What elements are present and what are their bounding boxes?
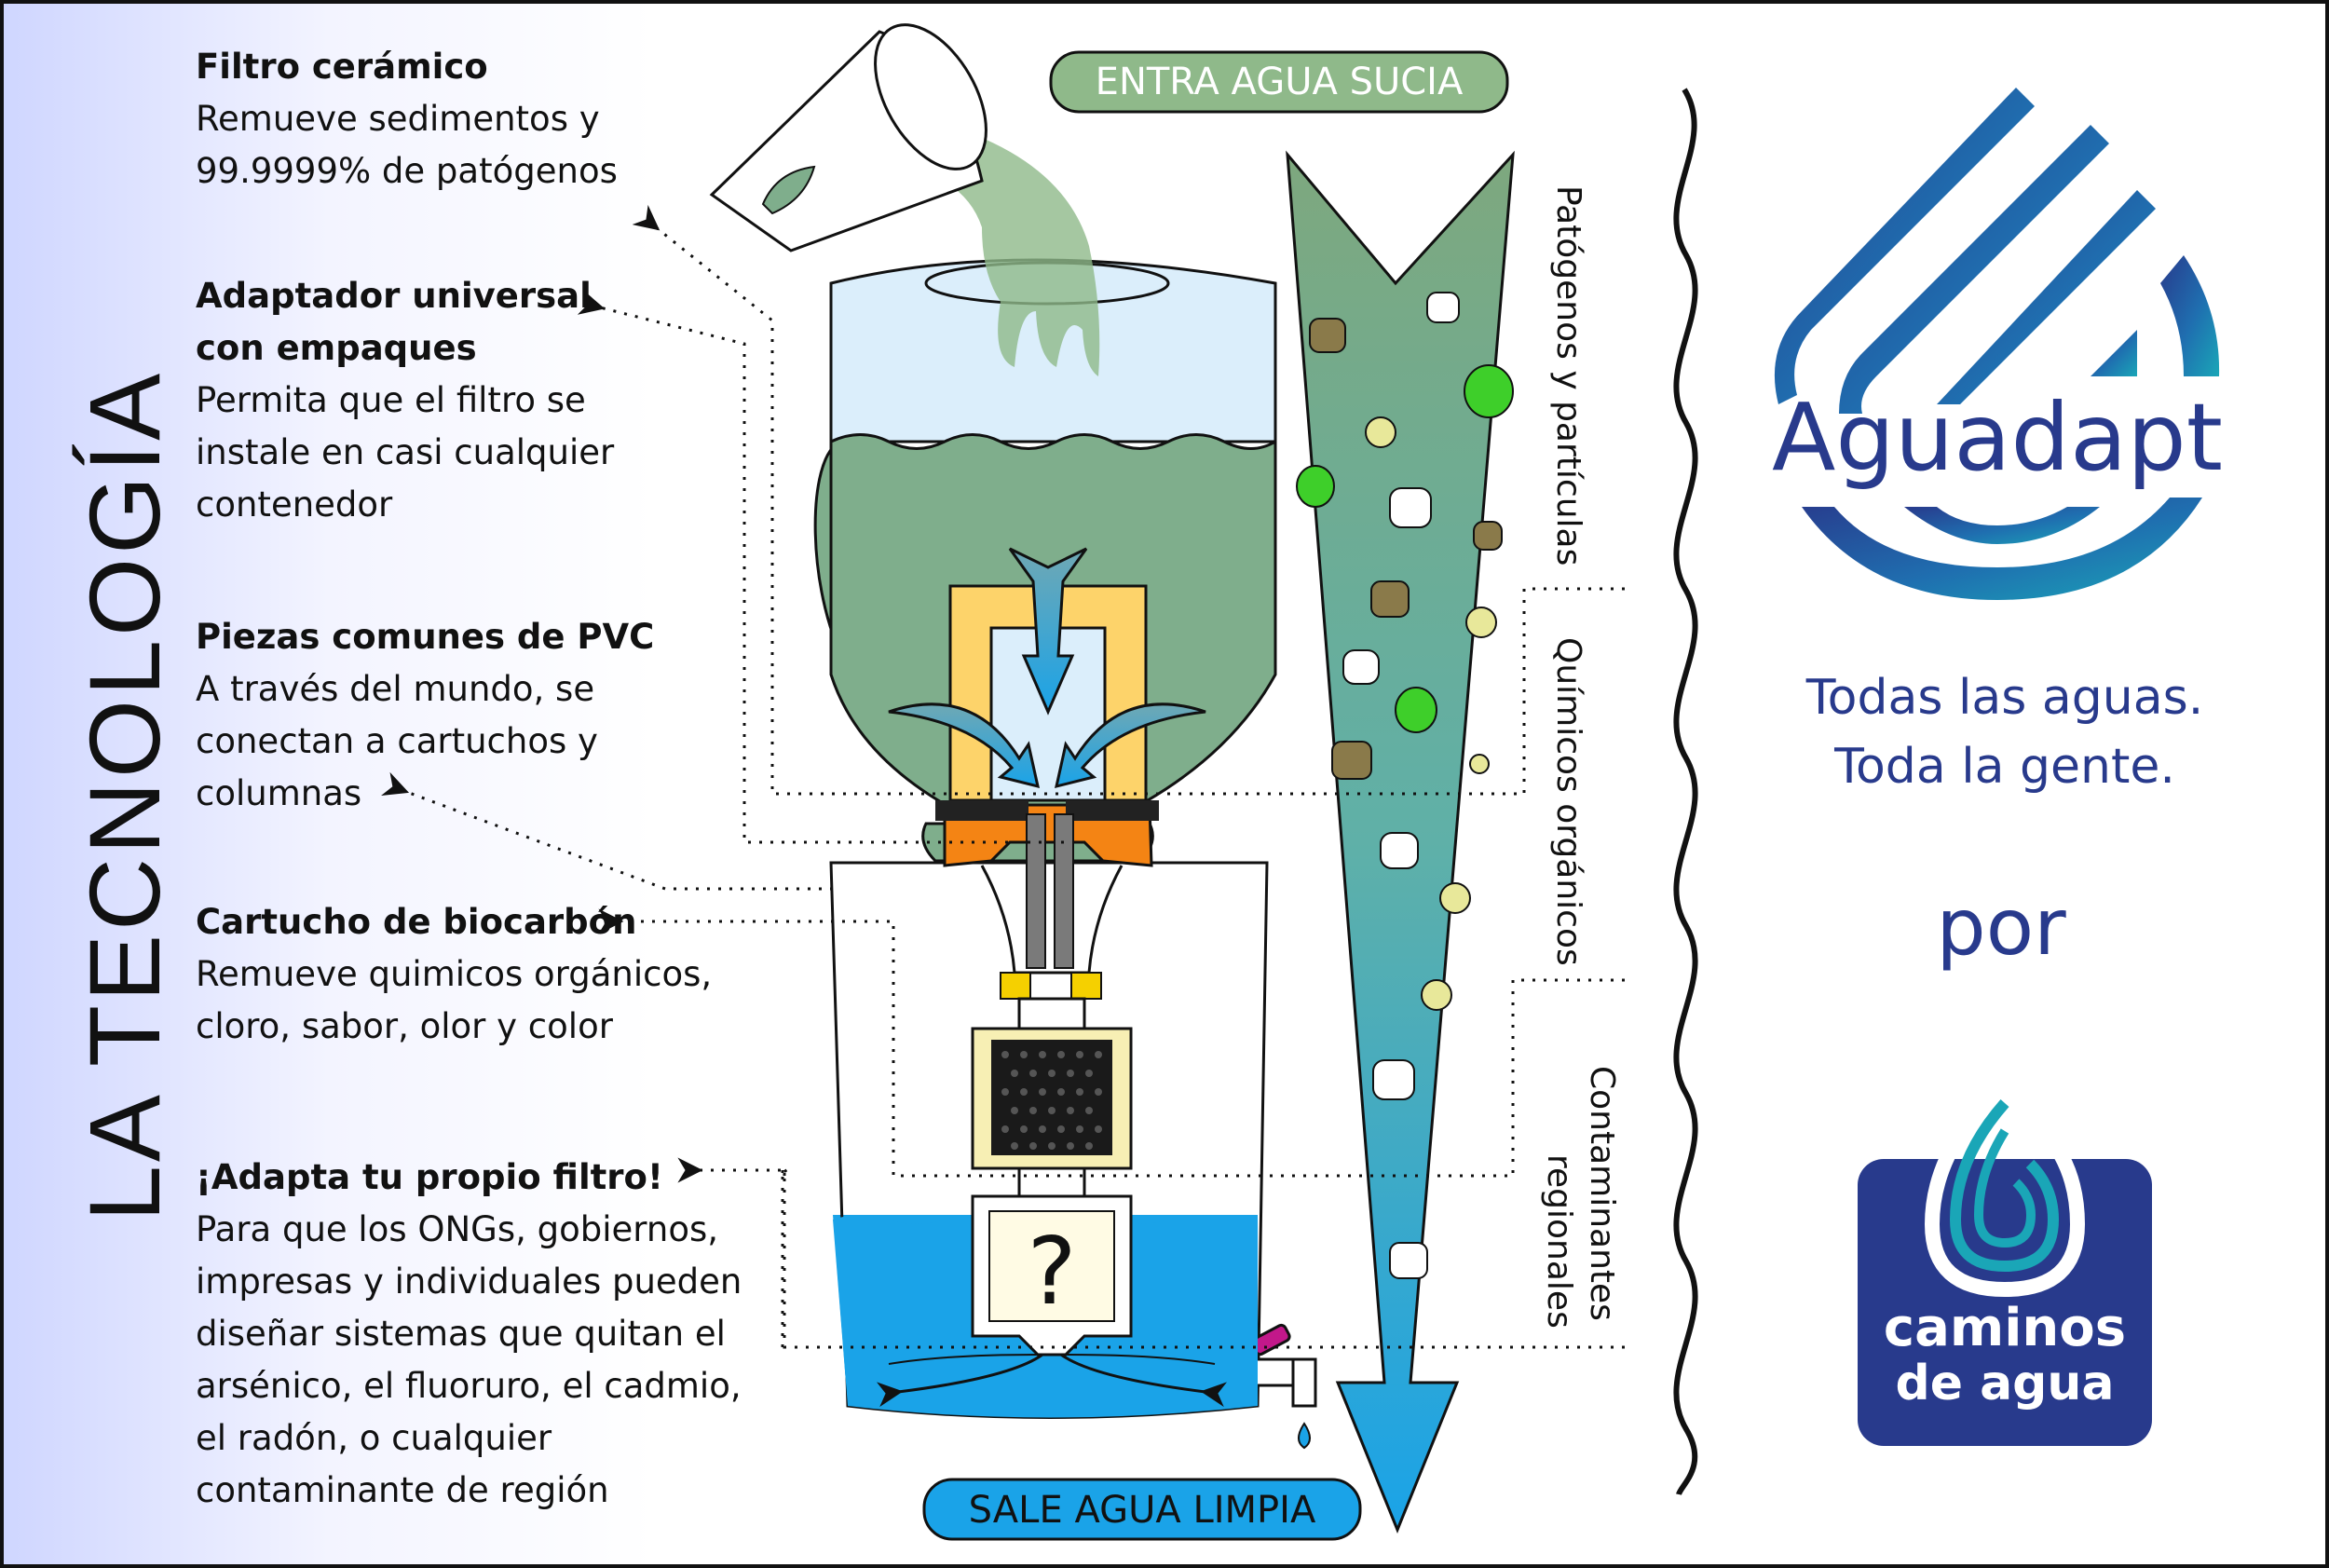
item-heading: Adaptador universal bbox=[196, 276, 592, 316]
item-pvc-parts: Piezas comunes de PVC A través del mundo… bbox=[196, 611, 654, 820]
item-line: contaminante de región bbox=[196, 1470, 609, 1510]
item-line: Para que los ONGs, gobiernos, bbox=[196, 1209, 718, 1249]
item-line: contenedor bbox=[196, 484, 393, 525]
question-mark: ? bbox=[1027, 1217, 1076, 1326]
caminos-de-agua-logo: caminos de agua bbox=[1858, 1075, 2152, 1446]
item-heading: Filtro cerámico bbox=[196, 47, 488, 87]
item-universal-adapter: Adaptador universal con empaques Permita… bbox=[196, 270, 614, 531]
item-heading: ¡Adapta tu propio filtro! bbox=[196, 1157, 663, 1197]
tagline-line-1: Todas las aguas. bbox=[1805, 670, 2204, 726]
dirty-water-in-pill: ENTRA AGUA SUCIA bbox=[1049, 50, 1509, 114]
item-heading: Piezas comunes de PVC bbox=[196, 617, 655, 657]
label-regional-contaminants: Contaminantes bbox=[1583, 1066, 1621, 1321]
item-line: conectan a cartuchos y bbox=[196, 721, 598, 761]
divider-wave bbox=[1673, 88, 1698, 1496]
by-label: por bbox=[1936, 881, 2066, 973]
item-line: cloro, sabor, olor y color bbox=[196, 1006, 613, 1046]
item-line: 99.9999% de patógenos bbox=[196, 151, 618, 191]
item-heading: Cartucho de biocarbón bbox=[196, 902, 637, 942]
brand-name: Aguadapt bbox=[1772, 383, 2223, 492]
partner-name-2: de agua bbox=[1895, 1356, 2114, 1411]
tagline-line-2: Toda la gente. bbox=[1833, 739, 2175, 795]
item-line: Remueve quimicos orgánicos, bbox=[196, 954, 713, 994]
item-line: instale en casi cualquier bbox=[196, 432, 615, 472]
item-line: Remueve sedimentos y bbox=[196, 99, 600, 139]
partner-name-1: caminos bbox=[1884, 1298, 2126, 1358]
filter-diagram: ENTRA AGUA SUCIA SALE AGUA LIMPIA bbox=[381, 23, 2223, 1541]
item-ceramic-filter: Filtro cerámico Remueve sedimentos y 99.… bbox=[196, 41, 618, 198]
dirty-water-in-label: ENTRA AGUA SUCIA bbox=[1096, 61, 1464, 103]
item-adapt-your-filter: ¡Adapta tu propio filtro! Para que los O… bbox=[196, 1152, 742, 1517]
label-organic-chemicals: Químicos orgánicos bbox=[1549, 637, 1587, 966]
clean-water-out-label: SALE AGUA LIMPIA bbox=[969, 1489, 1316, 1532]
item-line: impresas y individuales pueden bbox=[196, 1261, 742, 1302]
custom-filter: ? bbox=[876, 1194, 1228, 1408]
biochar-cartridge bbox=[971, 1027, 1133, 1198]
label-regional-contaminants-2: regionales bbox=[1540, 1154, 1578, 1329]
leader-lines bbox=[381, 204, 1625, 1349]
contaminant-removal-arrow bbox=[1286, 150, 1515, 1534]
item-line: A través del mundo, se bbox=[196, 669, 595, 709]
item-line: diseñar sistemas que quitan el bbox=[196, 1314, 726, 1354]
item-line: columnas bbox=[196, 773, 362, 813]
aguadapt-logo: Aguadapt bbox=[1772, 88, 2223, 600]
item-biochar-cartridge: Cartucho de biocarbón Remueve quimicos o… bbox=[196, 896, 712, 1053]
clean-water-out-pill: SALE AGUA LIMPIA bbox=[922, 1478, 1362, 1541]
label-pathogens-particles: Patógenos y partículas bbox=[1549, 185, 1587, 566]
item-line: arsénico, el fluoruro, el cadmio, bbox=[196, 1366, 742, 1406]
item-line: el radón, o cualquier bbox=[196, 1418, 552, 1458]
pitcher-icon bbox=[709, 23, 987, 252]
item-line: Permita que el filtro se bbox=[196, 380, 586, 420]
item-heading-2: con empaques bbox=[196, 328, 477, 368]
